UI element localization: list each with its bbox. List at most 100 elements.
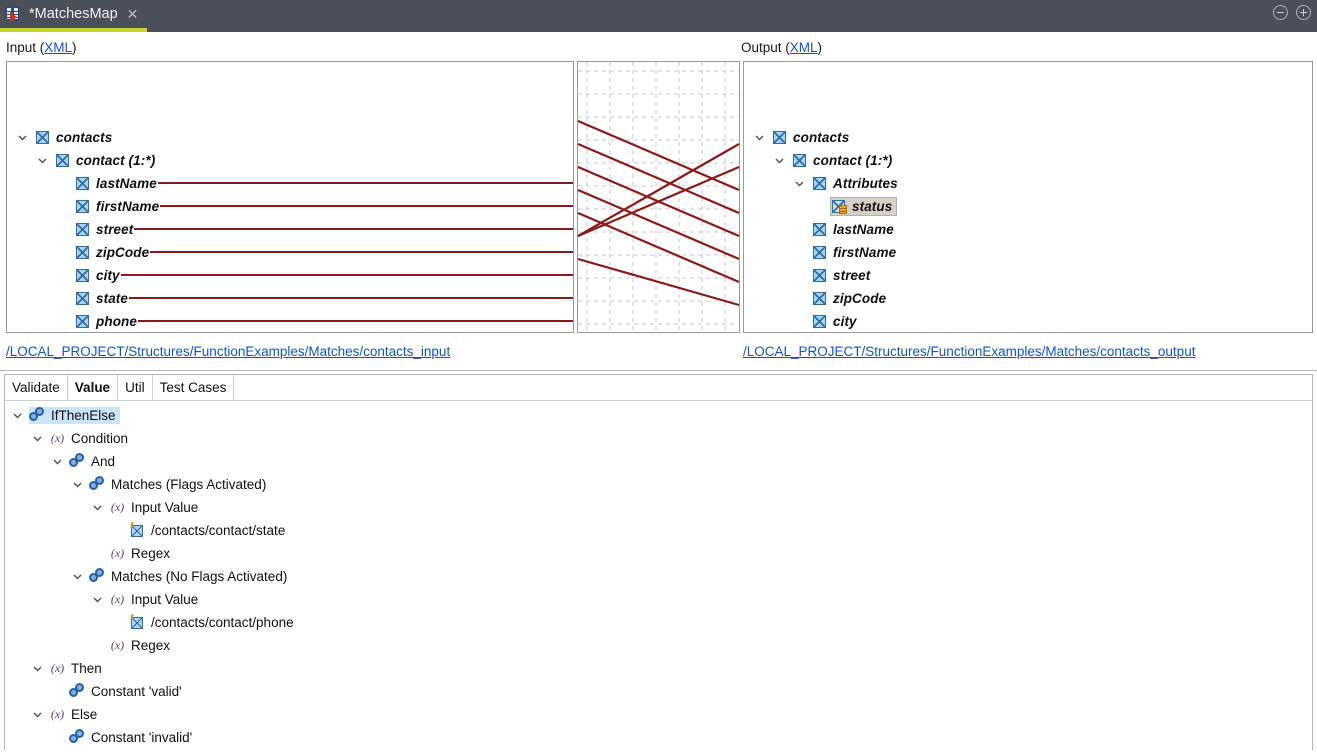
input-section-label: Input (XML) bbox=[6, 40, 77, 55]
tree-spacer bbox=[50, 680, 64, 703]
function-node-input-value[interactable]: (x)Input Value bbox=[90, 588, 198, 611]
function-node-label: Condition bbox=[71, 431, 129, 446]
function-node-constant-invalid[interactable]: Constant 'invalid' bbox=[50, 726, 192, 749]
tab-test-cases[interactable]: Test Cases bbox=[152, 375, 235, 400]
tree-spacer bbox=[812, 195, 826, 218]
input-node-lastname[interactable]: lastName bbox=[55, 172, 157, 195]
chevron-down-icon[interactable] bbox=[772, 149, 786, 172]
tab-validate[interactable]: Validate bbox=[5, 375, 68, 400]
chevron-down-icon[interactable] bbox=[30, 703, 44, 726]
function-node-input-value[interactable]: (x)Input Value bbox=[90, 496, 198, 519]
variable-icon: (x) bbox=[50, 707, 65, 721]
function-node-ifthenelse[interactable]: IfThenElse bbox=[10, 404, 120, 427]
output-node-label: Attributes bbox=[833, 176, 898, 191]
element-icon bbox=[76, 223, 89, 236]
input-path-link[interactable]: /LOCAL_PROJECT/Structures/FunctionExampl… bbox=[6, 344, 451, 359]
input-node-label: contact (1:*) bbox=[76, 153, 156, 168]
output-node-contacts[interactable]: contacts bbox=[752, 126, 849, 149]
output-node-lastname[interactable]: lastName bbox=[792, 218, 894, 241]
chevron-down-icon[interactable] bbox=[70, 473, 84, 496]
minimize-icon[interactable] bbox=[1273, 5, 1288, 20]
element-icon bbox=[76, 269, 89, 282]
function-node-contacts-contact-phone[interactable]: /contacts/contact/phone bbox=[110, 611, 294, 634]
input-node-contact-1[interactable]: contact (1:*) bbox=[35, 149, 155, 172]
input-label-prefix: Input ( bbox=[6, 40, 45, 55]
output-path-link[interactable]: /LOCAL_PROJECT/Structures/FunctionExampl… bbox=[743, 344, 1196, 359]
variable-icon: (x) bbox=[110, 500, 125, 514]
input-node-firstname[interactable]: firstName bbox=[55, 195, 159, 218]
chevron-down-icon[interactable] bbox=[90, 588, 104, 611]
output-label-prefix: Output ( bbox=[741, 40, 790, 55]
input-node-zipcode[interactable]: zipCode bbox=[55, 241, 149, 264]
variable-icon: (x) bbox=[110, 546, 125, 560]
output-node-attributes[interactable]: Attributes bbox=[792, 172, 898, 195]
input-xml-link[interactable]: XML bbox=[44, 40, 73, 55]
mapping-file-icon bbox=[6, 6, 22, 22]
output-node-label: contact (1:*) bbox=[813, 153, 893, 168]
chevron-down-icon[interactable] bbox=[752, 126, 766, 149]
element-icon bbox=[76, 315, 89, 328]
chevron-down-icon[interactable] bbox=[70, 565, 84, 588]
output-node-city[interactable]: city bbox=[792, 310, 857, 332]
function-node-matches-flags-activated[interactable]: Matches (Flags Activated) bbox=[70, 473, 266, 496]
window-controls bbox=[1273, 5, 1311, 20]
editor-tab-matchesmap[interactable]: *MatchesMap ✕ bbox=[0, 0, 147, 32]
input-label-suffix: ) bbox=[72, 40, 77, 55]
element-icon bbox=[56, 154, 69, 167]
chevron-down-icon[interactable] bbox=[35, 149, 49, 172]
input-node-state[interactable]: state bbox=[55, 287, 128, 310]
mapping-connector-lastname bbox=[158, 182, 573, 184]
mapping-connector-street bbox=[134, 228, 573, 230]
output-node-contact-1[interactable]: contact (1:*) bbox=[772, 149, 892, 172]
tree-spacer bbox=[55, 287, 69, 310]
function-node-then[interactable]: (x)Then bbox=[30, 657, 102, 680]
chevron-down-icon[interactable] bbox=[50, 450, 64, 473]
tree-spacer bbox=[90, 634, 104, 657]
function-node-and[interactable]: And bbox=[50, 450, 115, 473]
element-icon bbox=[76, 292, 89, 305]
chevron-down-icon[interactable] bbox=[10, 404, 24, 427]
function-node-regex[interactable]: (x)Regex bbox=[90, 542, 170, 565]
input-node-contacts[interactable]: contacts bbox=[15, 126, 112, 149]
element-icon bbox=[36, 131, 49, 144]
output-node-status[interactable]: status bbox=[812, 195, 898, 218]
function-node-condition[interactable]: (x)Condition bbox=[30, 427, 128, 450]
function-node-constant-valid[interactable]: Constant 'valid' bbox=[50, 680, 182, 703]
input-node-label: city bbox=[96, 268, 120, 283]
input-node-phone[interactable]: phone bbox=[55, 310, 137, 332]
function-node-label: And bbox=[91, 454, 116, 469]
input-node-city[interactable]: city bbox=[55, 264, 120, 287]
tree-spacer bbox=[110, 611, 124, 634]
close-icon[interactable]: ✕ bbox=[126, 6, 139, 22]
function-node-matches-no-flags-activated[interactable]: Matches (No Flags Activated) bbox=[70, 565, 287, 588]
output-xml-link[interactable]: XML bbox=[789, 40, 818, 55]
function-node-else[interactable]: (x)Else bbox=[30, 703, 97, 726]
output-node-firstname[interactable]: firstName bbox=[792, 241, 896, 264]
mapping-connector-zipcode bbox=[150, 251, 573, 253]
element-icon bbox=[813, 223, 826, 236]
function-node-regex[interactable]: (x)Regex bbox=[90, 634, 170, 657]
divider bbox=[0, 370, 1317, 371]
maximize-icon[interactable] bbox=[1296, 5, 1311, 20]
output-node-zipcode[interactable]: zipCode bbox=[792, 287, 886, 310]
tree-spacer bbox=[110, 519, 124, 542]
mapping-canvas[interactable] bbox=[577, 61, 740, 333]
chevron-down-icon[interactable] bbox=[30, 427, 44, 450]
tab-util[interactable]: Util bbox=[118, 375, 153, 400]
input-node-street[interactable]: street bbox=[55, 218, 133, 241]
output-label-suffix: ) bbox=[817, 40, 823, 55]
chevron-down-icon[interactable] bbox=[792, 172, 806, 195]
element-icon bbox=[813, 269, 826, 282]
tab-value[interactable]: Value bbox=[67, 375, 119, 400]
function-node-contacts-contact-state[interactable]: /contacts/contact/state bbox=[110, 519, 285, 542]
chevron-down-icon[interactable] bbox=[15, 126, 29, 149]
function-node-label: /contacts/contact/state bbox=[151, 523, 286, 538]
chevron-down-icon[interactable] bbox=[90, 496, 104, 519]
chevron-down-icon[interactable] bbox=[30, 657, 44, 680]
element-icon bbox=[76, 177, 89, 190]
output-node-street[interactable]: street bbox=[792, 264, 870, 287]
element-icon bbox=[813, 315, 826, 328]
